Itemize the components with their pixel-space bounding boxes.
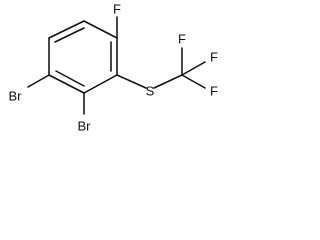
trifluoromethyl-fluorine-label-top: F (178, 31, 186, 46)
ring-bond-bottom-left (48, 74, 85, 94)
bromine-atom-label-bottom: Br (78, 118, 92, 133)
bromine-atom-label-left: Br (9, 88, 23, 103)
sulfur-atom-label: S (146, 83, 155, 98)
cf3-f-right-bond (181, 61, 206, 76)
bromine-left-bond (27, 74, 50, 88)
structure-svg: F Br Br S F F F (9, 1, 219, 133)
sulfur-bond (116, 74, 147, 89)
ring-bond-bottom-left-inner (55, 70, 85, 87)
ring-bond-top-right (83, 20, 118, 39)
ring-bond-top-left (48, 20, 85, 39)
sulfur-carbon-bond (153, 74, 183, 89)
trifluoromethyl-fluorine-label-right: F (210, 49, 218, 64)
chemical-structure-diagram: F Br Br S F F F (0, 0, 230, 138)
cf3-f-bottom-bond (181, 74, 206, 89)
ring-bond-top-left-inner (54, 27, 85, 43)
trifluoromethyl-fluorine-label-bottom: F (210, 83, 218, 98)
bond-layer (27, 16, 206, 115)
ring-bond-bottom-right (83, 74, 118, 94)
fluorine-atom-label: F (113, 1, 121, 16)
